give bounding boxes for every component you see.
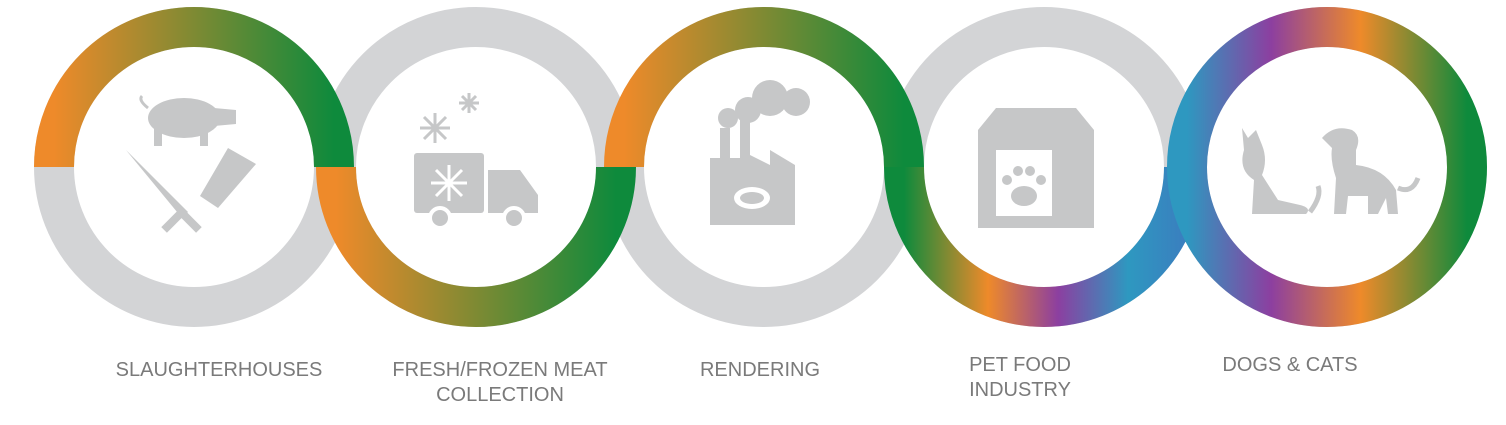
flow-arc-1 [34, 7, 354, 168]
stage-label-rendering: RENDERING [699, 359, 820, 381]
stage-label-collection: FRESH/FROZEN MEAT COLLECTION [392, 359, 608, 406]
refrigerated-truck-icon [414, 93, 538, 230]
factory-icon [710, 80, 810, 225]
stage-label-pet-food: PET FOOD INDUSTRY [969, 354, 1071, 401]
flow-arc-2 [316, 166, 636, 327]
flow-arc-5 [1167, 7, 1487, 327]
flow-arc-4 [884, 166, 1204, 327]
supply-chain-diagram [34, 7, 1487, 327]
flow-arcs [34, 7, 1487, 327]
pet-food-bag-icon [978, 108, 1094, 228]
dog-and-cat-icon [1242, 128, 1421, 214]
icons [126, 80, 1421, 233]
flow-arc-3 [604, 7, 924, 168]
pig-and-knives-icon [126, 94, 256, 233]
stage-label-slaughterhouses: SLAUGHTERHOUSES [115, 359, 323, 381]
stage-label-dogs-cats: DOGS & CATS [1222, 354, 1358, 376]
